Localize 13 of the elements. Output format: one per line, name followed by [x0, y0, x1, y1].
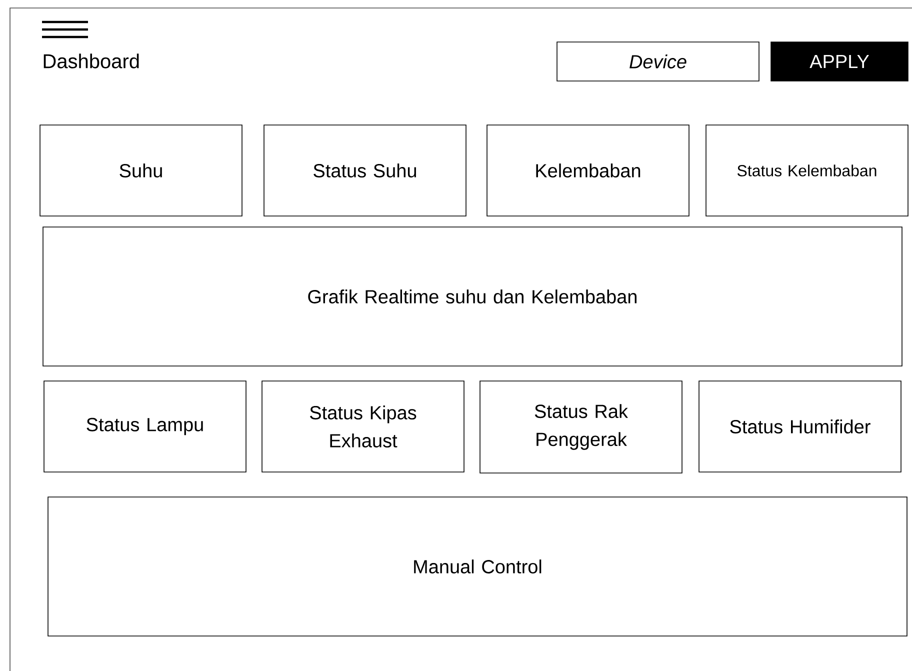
page-title: Dashboard — [44, 54, 139, 68]
widget-box: Status Kipas Exhaust — [262, 380, 464, 472]
widget-box: Suhu — [40, 124, 242, 216]
widget-box: Grafik Realtime suhu dan Kelembaban — [42, 226, 902, 366]
device-field: Device — [556, 42, 760, 82]
apply-button: APPLY — [770, 42, 908, 82]
widget-box: Status Suhu — [264, 124, 466, 216]
widget-box: Status Kelembaban — [706, 124, 908, 216]
widget-box: Kelembaban — [486, 124, 690, 216]
widget-box: Manual Control — [48, 496, 908, 636]
widget-box: Status Humifider — [698, 380, 902, 472]
widget-box: Status Rak Penggerak — [480, 380, 682, 474]
widget-box: Status Lampu — [44, 380, 246, 472]
